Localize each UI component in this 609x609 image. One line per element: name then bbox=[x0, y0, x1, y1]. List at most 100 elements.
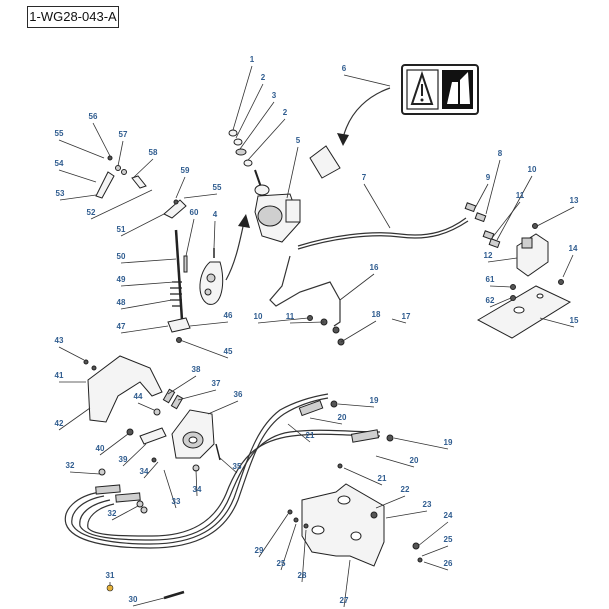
leader-line-39 bbox=[122, 443, 147, 467]
callout-label-21: 21 bbox=[306, 431, 315, 440]
callout-label-20: 20 bbox=[410, 456, 419, 465]
solenoid-valve bbox=[516, 223, 549, 277]
callout-label-37: 37 bbox=[212, 379, 221, 388]
leader-line-27 bbox=[343, 559, 351, 608]
callout-label-53: 53 bbox=[56, 189, 65, 198]
leader-line-21 bbox=[343, 467, 383, 486]
valve-fittings bbox=[464, 202, 501, 249]
callout-label-40: 40 bbox=[96, 444, 105, 453]
leader-line-26 bbox=[423, 561, 449, 571]
leader-line-1 bbox=[232, 65, 253, 131]
callout-label-11: 11 bbox=[286, 312, 295, 321]
callout-label-13: 13 bbox=[570, 196, 579, 205]
leader-line-59 bbox=[175, 176, 186, 199]
leader-line-5 bbox=[286, 146, 299, 199]
leader-line-56 bbox=[92, 122, 111, 157]
leader-line-29 bbox=[258, 513, 289, 558]
leader-line-8 bbox=[485, 159, 501, 215]
callout-label-55: 55 bbox=[55, 129, 64, 138]
callout-label-48: 48 bbox=[117, 298, 126, 307]
callout-label-3: 3 bbox=[272, 91, 277, 100]
callout-label-8: 8 bbox=[498, 149, 503, 158]
callout-label-5: 5 bbox=[296, 136, 301, 145]
leader-line-34 bbox=[143, 461, 159, 479]
leader-line-40 bbox=[99, 433, 129, 456]
callout-label-32: 32 bbox=[108, 509, 117, 518]
leader-line-15 bbox=[539, 317, 575, 328]
leader-line-32 bbox=[111, 505, 139, 521]
callout-label-22: 22 bbox=[401, 485, 410, 494]
diagram-reference-code: 1-WG28-043-A bbox=[27, 6, 119, 28]
leader-line-49 bbox=[120, 281, 175, 287]
callout-label-36: 36 bbox=[234, 390, 243, 399]
leader-line-16 bbox=[339, 273, 375, 301]
leader-line-7 bbox=[363, 183, 391, 229]
leader-line-17 bbox=[391, 318, 407, 324]
leader-line-12 bbox=[487, 257, 518, 263]
callout-label-51: 51 bbox=[117, 225, 126, 234]
leader-line-2 bbox=[247, 118, 286, 161]
linkage-cover bbox=[87, 355, 163, 423]
leader-line-21 bbox=[287, 423, 311, 443]
leader-line-2 bbox=[235, 83, 264, 139]
leader-line-61 bbox=[489, 285, 512, 288]
leader-line-42 bbox=[58, 407, 91, 431]
callout-label-19: 19 bbox=[370, 396, 379, 405]
leader-line-33 bbox=[163, 469, 177, 509]
leader-line-10 bbox=[496, 175, 533, 241]
callout-label-54: 54 bbox=[55, 159, 64, 168]
callout-label-4: 4 bbox=[213, 210, 218, 219]
leader-line-19 bbox=[337, 403, 375, 408]
leader-line-60 bbox=[185, 218, 195, 257]
leader-line-48 bbox=[120, 299, 173, 310]
linkage-parts bbox=[95, 155, 191, 343]
cable-mounting-bracket bbox=[301, 483, 385, 567]
callout-label-58: 58 bbox=[149, 148, 158, 157]
callout-label-56: 56 bbox=[89, 112, 98, 121]
leader-line-11 bbox=[289, 321, 325, 324]
joystick-handle bbox=[199, 248, 224, 305]
control-cable bbox=[297, 217, 467, 247]
callout-label-52: 52 bbox=[87, 208, 96, 217]
callout-label-7: 7 bbox=[362, 173, 367, 182]
leader-line-53 bbox=[59, 194, 97, 201]
callout-label-9: 9 bbox=[486, 173, 491, 182]
leader-line-20 bbox=[309, 417, 343, 425]
leader-line-32 bbox=[69, 471, 101, 475]
cable-bracket bbox=[269, 255, 341, 327]
callout-label-49: 49 bbox=[117, 275, 126, 284]
leader-line-25 bbox=[280, 523, 297, 571]
callout-label-33: 33 bbox=[172, 497, 181, 506]
leader-line-37 bbox=[177, 389, 217, 401]
small-decal bbox=[309, 145, 341, 179]
callout-label-61: 61 bbox=[486, 275, 495, 284]
leader-line-51 bbox=[120, 213, 165, 237]
callout-label-57: 57 bbox=[119, 130, 128, 139]
leader-line-11 bbox=[491, 201, 521, 239]
leader-line-44 bbox=[137, 402, 155, 411]
leader-line-30 bbox=[132, 597, 165, 607]
leader-line-6 bbox=[343, 74, 391, 87]
callout-label-42: 42 bbox=[55, 419, 64, 428]
callout-label-44: 44 bbox=[134, 392, 143, 401]
callout-label-28: 28 bbox=[298, 571, 307, 580]
leader-line-28 bbox=[301, 529, 307, 583]
leader-line-55 bbox=[58, 139, 105, 159]
callout-label-14: 14 bbox=[569, 244, 578, 253]
leader-line-62 bbox=[489, 297, 512, 308]
callout-label-16: 16 bbox=[370, 263, 379, 272]
callout-label-39: 39 bbox=[119, 455, 128, 464]
callout-label-24: 24 bbox=[444, 511, 453, 520]
callout-label-46: 46 bbox=[224, 311, 233, 320]
leader-line-38 bbox=[167, 375, 197, 395]
callout-label-2: 2 bbox=[283, 108, 288, 117]
callout-label-10: 10 bbox=[254, 312, 263, 321]
leader-line-20 bbox=[375, 455, 415, 468]
leader-line-58 bbox=[132, 158, 154, 179]
control-cable-outer bbox=[297, 220, 469, 250]
leader-line-9 bbox=[473, 183, 489, 211]
callout-label-41: 41 bbox=[55, 371, 64, 380]
leader-line-43 bbox=[58, 346, 85, 361]
leader-line-19 bbox=[393, 437, 449, 450]
